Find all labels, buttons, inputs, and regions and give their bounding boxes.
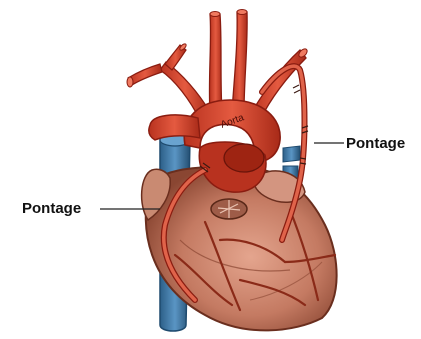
bypass-right-label: Pontage — [346, 135, 405, 152]
label-bypass-left: Pontage — [22, 200, 160, 217]
aorta: Aorta — [127, 10, 309, 193]
label-bypass-right: Pontage — [314, 135, 405, 152]
bypass-left-label: Pontage — [22, 200, 81, 217]
